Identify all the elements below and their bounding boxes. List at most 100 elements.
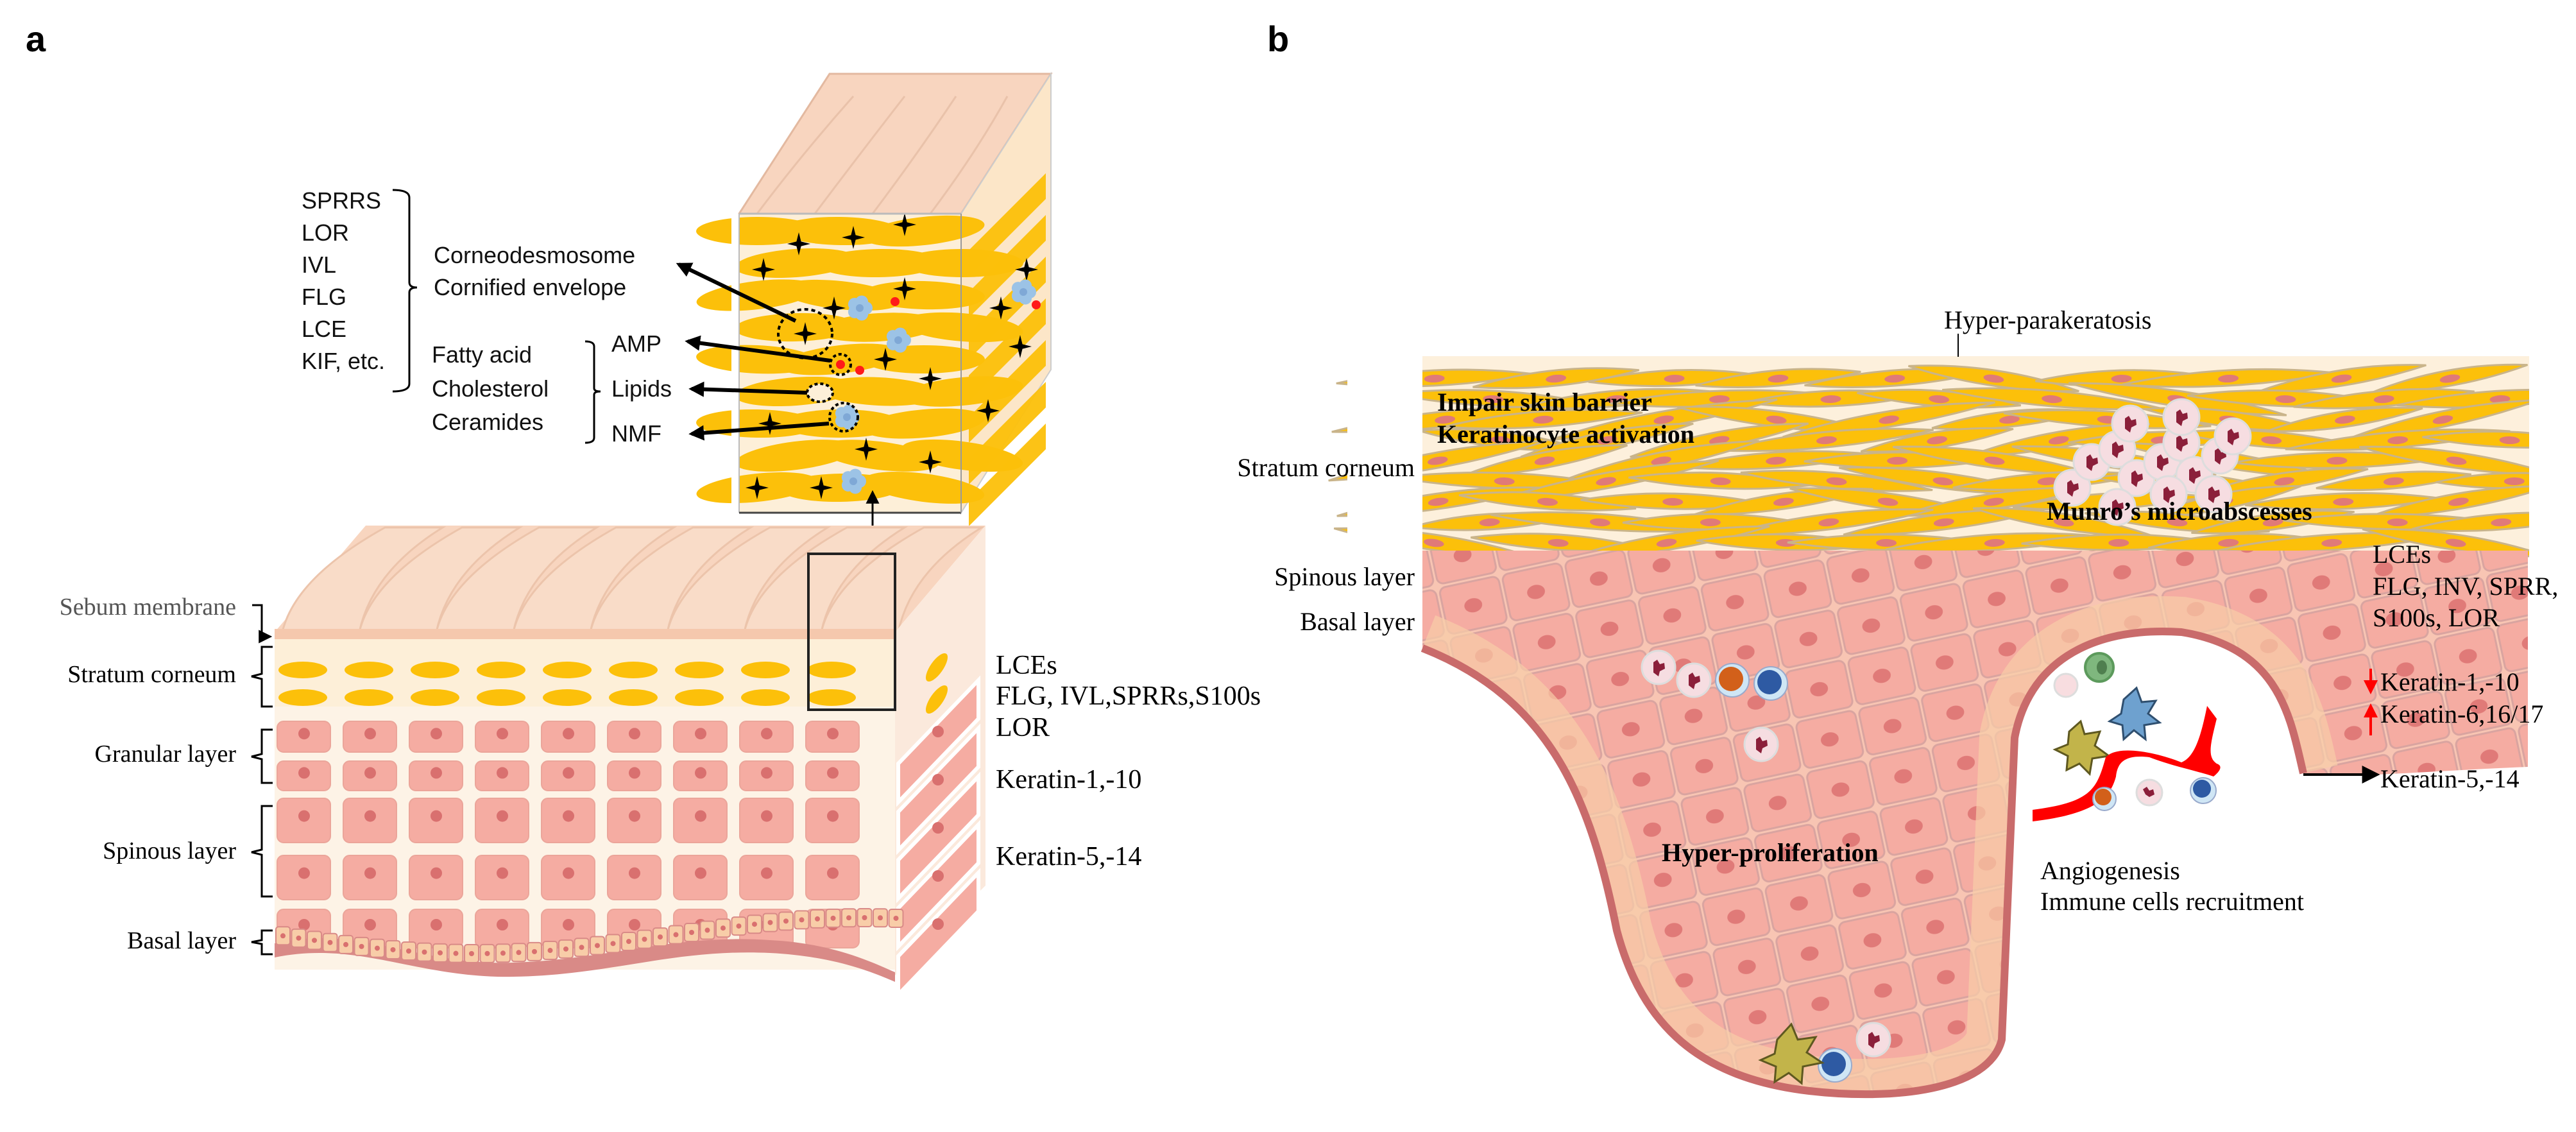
b-marker-keratin-1-10: Keratin-1,-10 xyxy=(2380,667,2520,696)
granular-layer-label: Granular layer xyxy=(95,741,237,768)
nucleus xyxy=(827,867,839,879)
neutrophil-nucleus xyxy=(2228,429,2239,445)
cell-nucleus xyxy=(2095,789,2111,805)
b-marker-flg: FLG, INV, SPRR, xyxy=(2373,572,2558,601)
blood-vessel xyxy=(2033,706,2221,821)
corneocyte xyxy=(863,345,985,374)
marker-lces: LCEs xyxy=(996,651,1057,680)
nucleus xyxy=(312,938,317,943)
immune-recruitment-label: Immune cells recruitment xyxy=(2040,887,2304,916)
nucleus xyxy=(431,810,442,822)
corneodesmosome-label: Corneodesmosome xyxy=(434,242,635,268)
nucleus xyxy=(563,919,574,930)
nucleus xyxy=(673,932,679,938)
nucleus xyxy=(658,934,663,940)
nucleus xyxy=(327,939,333,945)
parakeratotic-cell xyxy=(2293,388,2475,409)
nucleus xyxy=(497,810,508,822)
nucleus xyxy=(579,945,584,950)
nucleus xyxy=(846,915,851,921)
retained-nucleus xyxy=(1664,374,1685,383)
lipid-item: Cholesterol xyxy=(432,375,549,402)
corneocyte xyxy=(278,662,327,678)
retained-nucleus xyxy=(2503,477,2525,486)
parakeratotic-cell xyxy=(1695,368,1861,389)
stratum-corneum-label: Stratum corneum xyxy=(67,661,236,688)
retained-nucleus xyxy=(1820,395,1841,404)
retained-nucleus xyxy=(1876,538,1897,547)
nucleus xyxy=(516,950,522,956)
retained-nucleus xyxy=(1710,477,1731,486)
nucleus xyxy=(532,948,537,954)
nucleus xyxy=(830,915,836,921)
nucleus xyxy=(497,919,508,930)
retained-nucleus xyxy=(2274,477,2295,486)
retained-nucleus xyxy=(2048,436,2069,445)
neutrophil-nucleus xyxy=(1756,737,1768,753)
nucleus xyxy=(932,774,944,785)
retained-nucleus xyxy=(1479,518,1500,527)
nucleus xyxy=(364,810,376,822)
nucleus xyxy=(431,767,442,779)
retained-nucleus xyxy=(1984,456,2005,465)
surface-scale xyxy=(281,526,447,633)
corneodesmosome-highlight xyxy=(777,308,833,359)
corneodesmosome-star-icon xyxy=(919,367,942,390)
retained-nucleus xyxy=(2439,374,2461,383)
protein-list: SPRRS LOR IVL FLG LCE KIF, etc. xyxy=(302,187,385,374)
retained-nucleus xyxy=(2261,436,2282,445)
parakeratotic-cell xyxy=(2256,364,2427,393)
corneocyte xyxy=(807,662,856,678)
corneocyte xyxy=(411,689,459,706)
retained-nucleus xyxy=(1494,477,1515,486)
retained-nucleus xyxy=(1651,456,1671,465)
neutrophil-nucleus xyxy=(2086,454,2098,471)
parakeratotic-cell xyxy=(1458,491,1637,511)
hyper-proliferation-label: Hyper-proliferation xyxy=(1662,838,1879,867)
nucleus xyxy=(932,870,944,882)
b-spinous-layer-label: Spinous layer xyxy=(1274,562,1415,591)
nucleus xyxy=(878,915,883,921)
nucleus xyxy=(629,810,640,822)
mask xyxy=(731,214,739,513)
parakeratotic-cell xyxy=(1419,428,1584,452)
nucleus xyxy=(767,920,773,925)
panel-b-label: b xyxy=(1267,19,1289,59)
corneocyte xyxy=(609,689,658,706)
corneodesmosome-star-icon xyxy=(855,438,878,461)
b-marker-lces: LCEs xyxy=(2373,540,2431,569)
nmf-flower-icon xyxy=(886,327,911,353)
panel-a-markers: LCEs FLG, IVL,SPRRs,S100s LOR Keratin-1,… xyxy=(996,651,1261,871)
flower-center xyxy=(894,336,902,344)
retained-nucleus xyxy=(2387,518,2408,527)
parakeratotic-cell xyxy=(1908,364,2079,393)
neutrophil-nucleus xyxy=(2208,486,2220,503)
nucleus xyxy=(629,867,640,879)
nucleus xyxy=(563,767,574,779)
retained-nucleus xyxy=(2448,497,2469,506)
nmf-highlight xyxy=(828,402,859,433)
retained-nucleus xyxy=(1766,456,1787,465)
protein-item: KIF, etc. xyxy=(302,348,385,374)
flower-center xyxy=(849,477,857,485)
retained-nucleus xyxy=(2335,415,2355,424)
neutrophil-nucleus xyxy=(2112,442,2124,458)
nucleus xyxy=(364,728,376,740)
corneodesmosome-star-icon xyxy=(752,258,775,281)
retained-nucleus xyxy=(1933,518,1954,527)
corneocyte xyxy=(411,662,459,678)
neutrophil-nucleus xyxy=(1653,660,1665,676)
retained-nucleus xyxy=(1877,497,1898,506)
nmf-flower-icon xyxy=(841,468,866,494)
retained-nucleus xyxy=(1927,436,1947,445)
retained-nucleus xyxy=(2111,374,2132,383)
corneocyte xyxy=(969,215,1046,318)
parakeratotic-cell xyxy=(1967,423,2151,458)
retained-nucleus xyxy=(1491,436,1512,445)
retained-nucleus xyxy=(2383,477,2404,486)
marker-flg: FLG, IVL,SPRRs,S100s xyxy=(996,682,1261,711)
retained-nucleus xyxy=(1597,436,1617,445)
nucleus xyxy=(783,918,789,924)
nucleus xyxy=(497,728,508,740)
